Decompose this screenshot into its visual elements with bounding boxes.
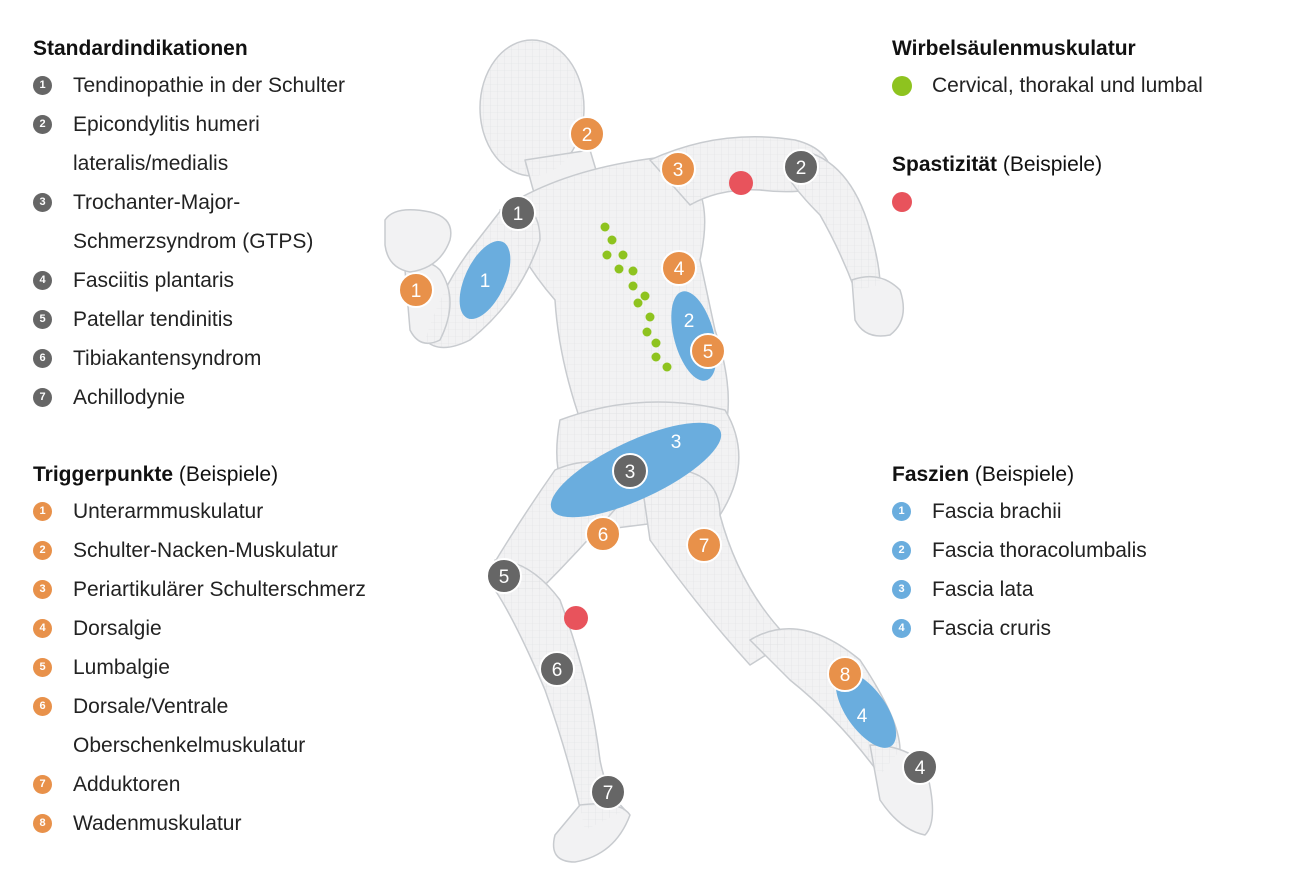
trigger-badge-3: 3 — [33, 580, 52, 599]
fascia-badge-3: 3 — [892, 580, 911, 599]
spasticity-item — [892, 182, 1102, 221]
fascia-badge-4: 4 — [892, 619, 911, 638]
svg-text:2: 2 — [796, 158, 807, 179]
spine-dots — [600, 222, 672, 372]
red-dot-icon — [892, 192, 912, 212]
trigger-marker-3: 3 — [660, 151, 696, 187]
trigger-marker-7: 7 — [686, 527, 722, 563]
fascia-badge-1: 1 — [892, 502, 911, 521]
trigger-badge-5: 5 — [33, 658, 52, 677]
standard-badge-1: 1 — [33, 76, 52, 95]
trigger-badge-7: 7 — [33, 775, 52, 794]
trigger-marker-8: 8 — [827, 656, 863, 692]
svg-text:1: 1 — [411, 281, 422, 302]
spasticity-marker-knee — [564, 606, 588, 630]
fascia-area-1-label: 1 — [480, 271, 491, 292]
standard-heading: Standardindikationen — [33, 37, 248, 60]
trigger-badge-2: 2 — [33, 541, 52, 560]
svg-text:2: 2 — [582, 125, 593, 146]
trigger-marker-1: 1 — [398, 272, 434, 308]
standard-marker-7: 7 — [590, 774, 626, 810]
trigger-marker-4: 4 — [661, 250, 697, 286]
standard-badge-2: 2 — [33, 115, 52, 134]
standard-badge-5: 5 — [33, 310, 52, 329]
standard-marker-1: 1 — [500, 195, 536, 231]
fascia-area-2-label: 2 — [684, 311, 695, 332]
svg-text:7: 7 — [699, 536, 710, 557]
standard-badge-6: 6 — [33, 349, 52, 368]
standard-marker-2: 2 — [783, 149, 819, 185]
svg-text:5: 5 — [499, 567, 510, 588]
trigger-heading: Triggerpunkte (Beispiele) — [33, 463, 279, 486]
fascia-badge-2: 2 — [892, 541, 911, 560]
svg-text:4: 4 — [674, 259, 685, 280]
fascia-area-4-label: 4 — [857, 706, 868, 727]
svg-text:8: 8 — [840, 665, 851, 686]
spine-item: Cervical, thorakal und lumbal — [892, 66, 1203, 105]
standard-marker-3: 3 — [612, 453, 648, 489]
svg-text:3: 3 — [673, 160, 684, 181]
svg-text:6: 6 — [598, 525, 609, 546]
svg-text:7: 7 — [603, 783, 614, 804]
trigger-badge-8: 8 — [33, 814, 52, 833]
svg-text:3: 3 — [625, 462, 636, 483]
spasticity-heading: Spastizität (Beispiele) — [892, 153, 1103, 176]
standard-marker-6: 6 — [539, 651, 575, 687]
fascia-area-3-label: 3 — [671, 432, 682, 453]
trigger-badge-1: 1 — [33, 502, 52, 521]
spine-section: Wirbelsäulenmuskulatur Cervical, thoraka… — [892, 32, 1203, 105]
spine-heading: Wirbelsäulenmuskulatur — [892, 37, 1136, 60]
standard-marker-5: 5 — [486, 558, 522, 594]
fascia-heading: Faszien (Beispiele) — [892, 463, 1075, 486]
svg-text:1: 1 — [513, 204, 524, 225]
svg-text:6: 6 — [552, 660, 563, 681]
standard-badge-3: 3 — [33, 193, 52, 212]
svg-text:5: 5 — [703, 342, 714, 363]
trigger-badge-4: 4 — [33, 619, 52, 638]
spasticity-section: Spastizität (Beispiele) — [892, 148, 1102, 221]
fascia-area-1 — [459, 241, 511, 319]
green-dot-icon — [892, 76, 912, 96]
trigger-marker-5: 5 — [690, 333, 726, 369]
spasticity-marker-elbow — [729, 171, 753, 195]
body-silhouette — [384, 39, 934, 863]
standard-badge-7: 7 — [33, 388, 52, 407]
fascia-area-4 — [835, 672, 897, 748]
svg-text:4: 4 — [915, 758, 926, 779]
standard-badge-4: 4 — [33, 271, 52, 290]
trigger-badge-6: 6 — [33, 697, 52, 716]
standard-marker-4: 4 — [902, 749, 938, 785]
trigger-marker-6: 6 — [585, 516, 621, 552]
trigger-marker-2: 2 — [569, 116, 605, 152]
